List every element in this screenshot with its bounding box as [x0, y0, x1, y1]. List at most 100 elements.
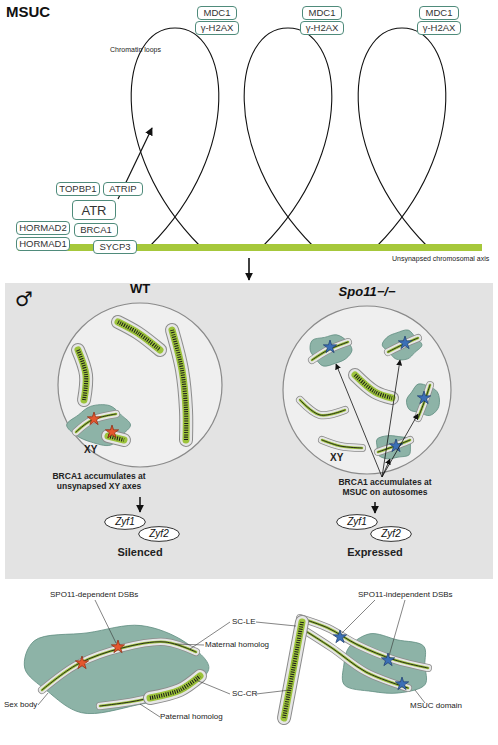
protein-box: ATRIP: [103, 182, 143, 196]
dsb-star: [75, 656, 88, 669]
unsynapsed-chromosome: [42, 642, 196, 690]
protein-name: MDC1: [204, 8, 231, 18]
synapsed-chromosome: [355, 375, 392, 398]
synapsed-chromosome: [150, 676, 200, 698]
dsb-star: [323, 340, 336, 353]
dsb-star: [111, 640, 124, 653]
protein-name: SYCP3: [99, 242, 130, 252]
unsynapsed-chromosome: [100, 698, 150, 706]
protein-name: γ-H2AX: [423, 23, 456, 33]
protein-box: BRCA1: [74, 223, 118, 237]
synapsed-chromosome: [172, 330, 186, 440]
protein-box: ATR: [72, 200, 116, 220]
pointer-arrow: [382, 414, 418, 477]
protein-box: TOPBP1: [56, 182, 100, 196]
gene-name: Zyf1: [347, 517, 366, 527]
gene-name: Zyf2: [149, 529, 168, 539]
gene-oval: Zyf2: [138, 526, 180, 542]
unsynapsed-chromosome: [300, 618, 428, 668]
unsynapsed-chromosome: [304, 630, 408, 688]
flow-arrow: [139, 497, 141, 512]
unsynapsed-chromosome: [300, 400, 345, 415]
legend-label: Maternal homolog: [205, 640, 269, 649]
protein-name: HORMAD1: [19, 239, 67, 249]
nucleus-drawing: [282, 305, 452, 475]
unsynapsed-chromosome: [300, 618, 428, 668]
leader-line: [256, 622, 296, 626]
synapsed-chromosome: [150, 676, 200, 698]
chromatin-domain: [67, 405, 131, 446]
synapsed-chromosome: [78, 350, 86, 400]
protein-box: γ-H2AX: [300, 21, 344, 35]
chromatin-loop: [358, 28, 446, 246]
dsb-star: [333, 630, 346, 643]
legend-label: Sex body: [4, 700, 37, 709]
synapsed-chromosome: [172, 330, 186, 440]
male-panel: ♂WTSpo11−/−Zyf1Zyf2Zyf1Zyf2: [5, 283, 493, 579]
gene-oval: Zyf1: [336, 514, 378, 530]
leader-line: [389, 600, 405, 656]
protein-box: MDC1: [419, 6, 459, 20]
genotype-heading: WT: [57, 281, 223, 296]
nucleus-outline: [283, 306, 451, 474]
pointer-arrow: [382, 360, 400, 477]
unsynapsed-chromosome: [322, 440, 362, 448]
dsb-star: [105, 425, 118, 438]
sex-symbol: ♂: [15, 287, 33, 311]
chromosome-label: XY: [330, 452, 343, 464]
unsynapsed-chromosome: [100, 698, 150, 706]
protein-box: γ-H2AX: [417, 21, 461, 35]
gene-name: Zyf1: [115, 517, 134, 527]
pointer-arrow: [382, 459, 390, 477]
nucleus-circle: WT: [57, 302, 223, 468]
leader-line: [175, 644, 204, 645]
synapsed-chromosome: [78, 350, 86, 400]
synapsed-chromosome: [118, 322, 160, 350]
unsynapsed-chromosome: [418, 385, 430, 418]
chromatin-loop: [131, 28, 219, 246]
unsynapsed-chromosome: [100, 698, 150, 706]
leader-line: [95, 600, 116, 643]
unsynapsed-chromosome: [300, 400, 345, 415]
protein-box: γ-H2AX: [195, 21, 239, 35]
unsynapsed-chromosome: [322, 440, 362, 448]
synapsed-chromosome: [150, 676, 200, 698]
protein-box: MDC1: [197, 6, 237, 20]
unsynapsed-chromosome: [42, 642, 196, 690]
unsynapsed-chromosome: [322, 440, 362, 448]
unsynapsed-chromosome: [42, 642, 196, 690]
synapsed-chromosome: [355, 375, 392, 398]
synapsed-chromosome: [355, 375, 392, 398]
legend-label: Paternal homolog: [160, 712, 223, 721]
legend-label: SPO11-independent DSBs: [358, 590, 453, 599]
unsynapsed-chromosome: [300, 618, 428, 668]
protein-box: SYCP3: [93, 240, 137, 254]
nucleus-outline: [58, 303, 222, 467]
leader-line: [256, 690, 290, 694]
outcome-label: Silenced: [100, 546, 180, 559]
dsb-star: [381, 653, 394, 666]
nucleus-drawing: [57, 302, 223, 468]
protein-name: TOPBP1: [59, 184, 96, 194]
legend-label: MSUC domain: [410, 701, 462, 710]
oval-shape: [371, 527, 412, 542]
protein-name: γ-H2AX: [201, 23, 234, 33]
gene-oval: Zyf1: [104, 514, 146, 530]
unsynapsed-chromosome: [304, 630, 408, 688]
unsynapsed-chromosome: [300, 618, 428, 668]
protein-name: HORMAD2: [19, 223, 67, 233]
flow-arrow: [248, 258, 250, 280]
synapsed-chromosome: [284, 622, 302, 718]
dsb-star: [417, 391, 430, 404]
protein-name: BRCA1: [80, 225, 112, 235]
chromatin-domain: [382, 330, 422, 360]
synapsed-chromosome: [284, 622, 302, 718]
chromatin-domain: [342, 634, 426, 694]
synapsed-chromosome: [118, 322, 160, 350]
protein-name: ATR: [81, 204, 106, 217]
synapsed-chromosome: [150, 676, 200, 698]
